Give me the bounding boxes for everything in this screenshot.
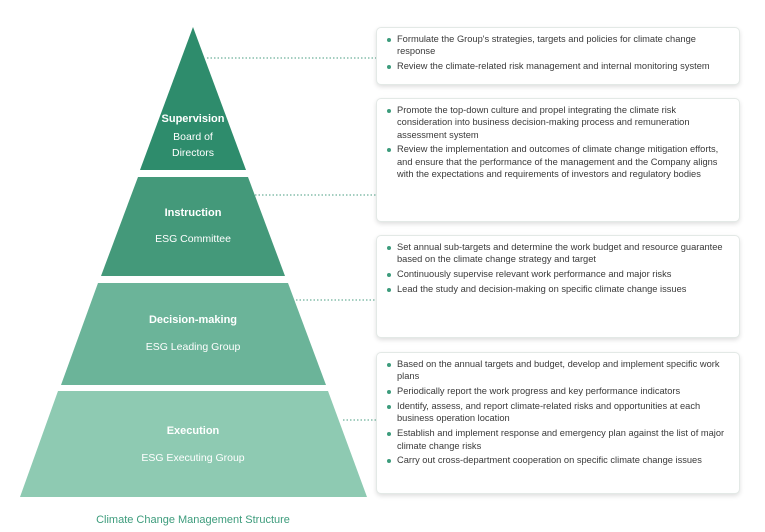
list-item: Formulate the Group's strategies, target… <box>387 33 731 58</box>
list-item: Lead the study and decision-making on sp… <box>387 283 731 295</box>
list-item: Establish and implement response and eme… <box>387 427 731 452</box>
tier-supervision-shape <box>140 27 246 170</box>
tier-decision-subtitle: ESG Leading Group <box>146 341 241 353</box>
tier-decision-title: Decision-making <box>149 314 237 326</box>
tier-supervision-title: Supervision <box>162 113 225 125</box>
diagram-caption: Climate Change Management Structure <box>96 514 290 526</box>
instruction-description-box: Promote the top-down culture and propel … <box>376 98 740 222</box>
list-item: Review the implementation and outcomes o… <box>387 143 731 180</box>
list-item: Set annual sub-targets and determine the… <box>387 241 731 266</box>
tier-instruction-subtitle: ESG Committee <box>155 233 231 245</box>
tier-supervision-subtitle-line2: Directors <box>172 147 214 159</box>
connectors <box>207 57 376 421</box>
tier-execution-title: Execution <box>167 425 220 437</box>
list-item: Based on the annual targets and budget, … <box>387 358 731 383</box>
tier-instruction-shape <box>101 177 285 276</box>
list-item: Identify, assess, and report climate-rel… <box>387 400 731 425</box>
tier-execution-shape <box>20 391 367 497</box>
tier-decision-shape <box>61 283 326 385</box>
list-item: Promote the top-down culture and propel … <box>387 104 731 141</box>
tier-instruction-title: Instruction <box>165 207 222 219</box>
execution-description-box: Based on the annual targets and budget, … <box>376 352 740 494</box>
decision-description-box: Set annual sub-targets and determine the… <box>376 235 740 338</box>
tier-execution-subtitle: ESG Executing Group <box>141 452 244 464</box>
supervision-description-box: Formulate the Group's strategies, target… <box>376 27 740 85</box>
list-item: Periodically report the work progress an… <box>387 385 731 397</box>
list-item: Carry out cross-department cooperation o… <box>387 454 731 466</box>
list-item: Continuously supervise relevant work per… <box>387 268 731 280</box>
list-item: Review the climate-related risk manageme… <box>387 60 731 72</box>
tier-supervision-subtitle-line1: Board of <box>173 131 213 143</box>
